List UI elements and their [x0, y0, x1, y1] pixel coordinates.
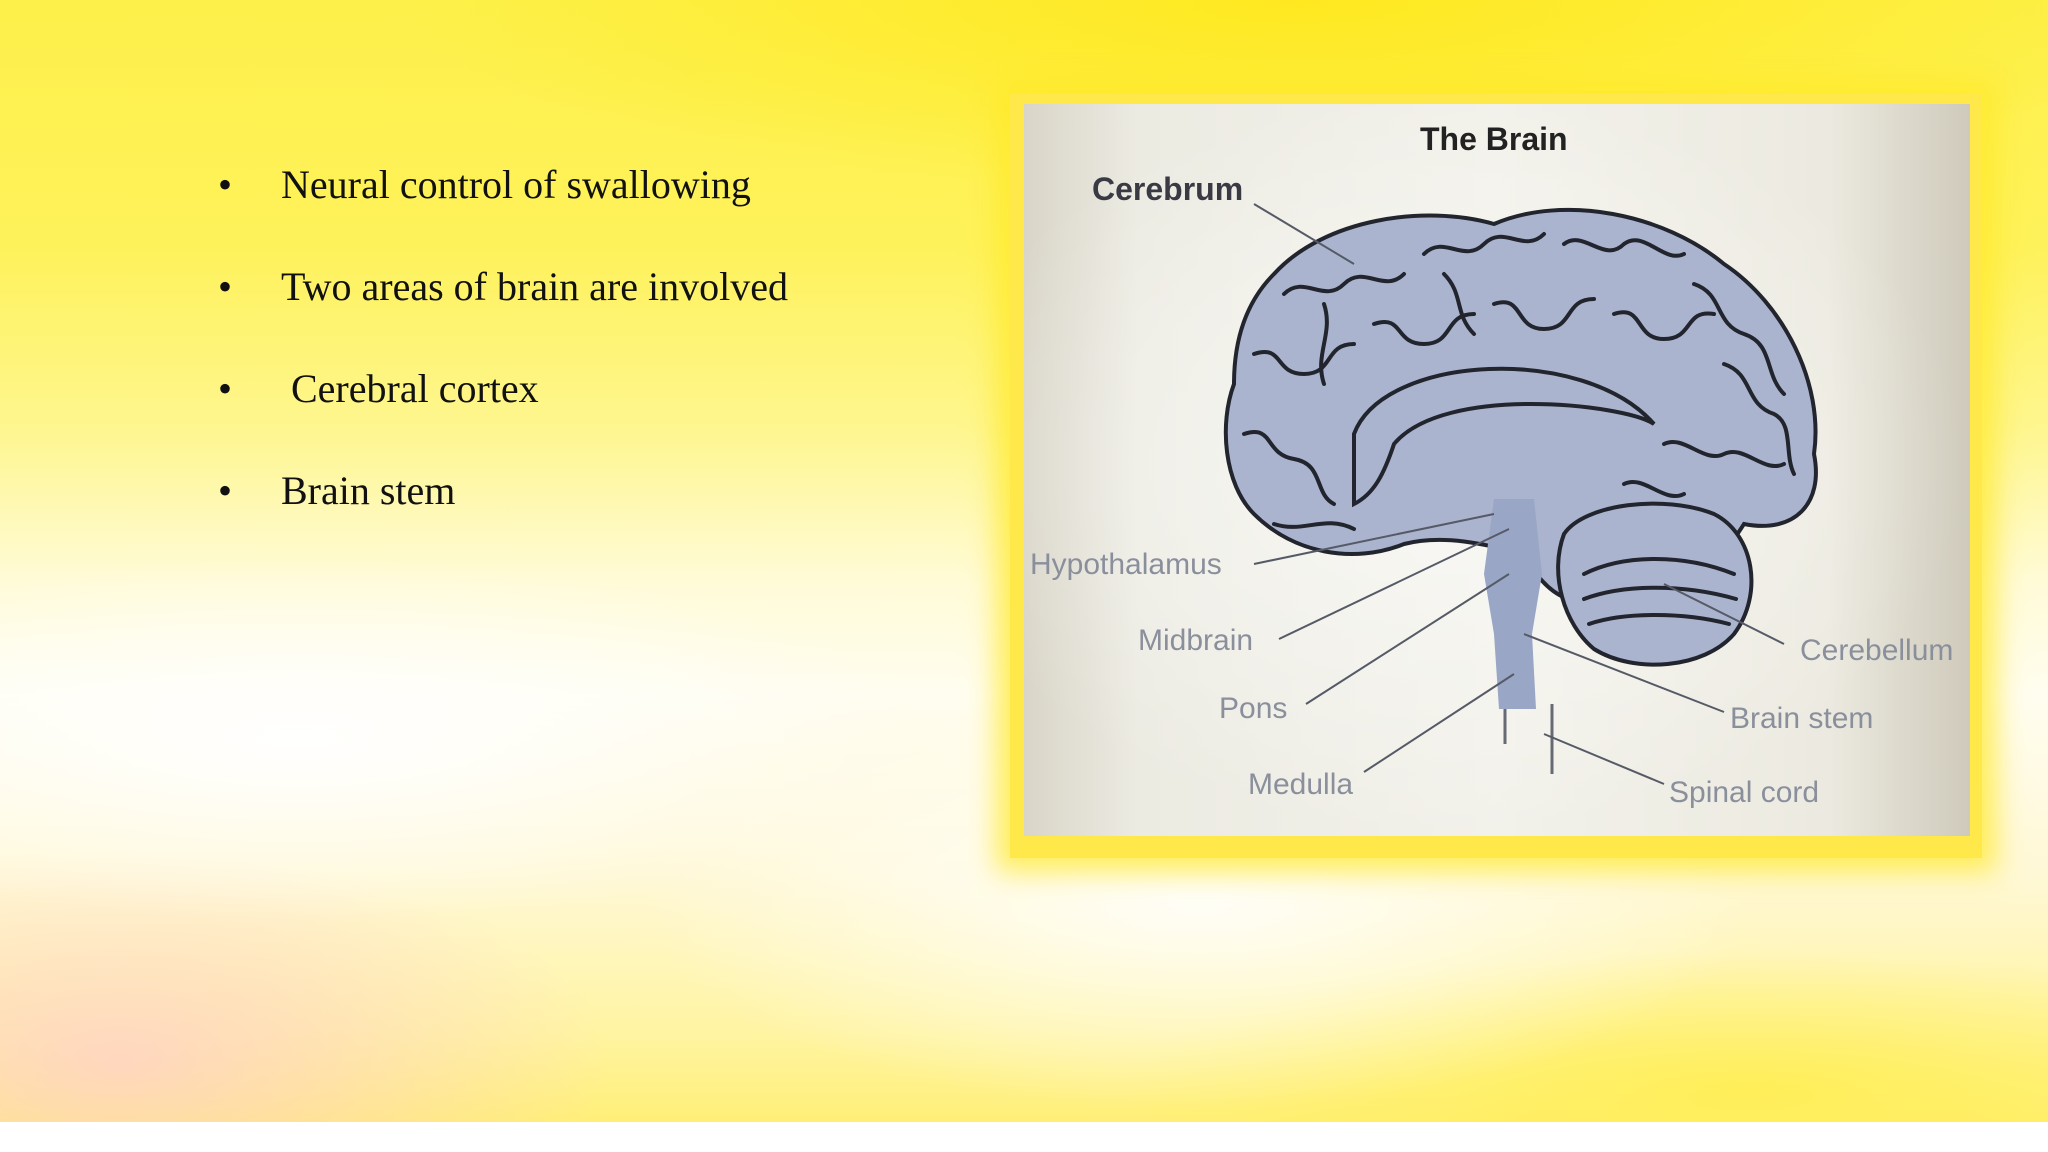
diagram-title: The Brain	[1420, 121, 1568, 157]
cerebellum-shape	[1556, 501, 1754, 667]
bottom-margin	[0, 1122, 2048, 1152]
label-midbrain: Midbrain	[1138, 624, 1253, 657]
label-hypothalamus: Hypothalamus	[1030, 548, 1222, 581]
bullet-item: • Two areas of brain are involved	[218, 262, 788, 364]
slide-background: • Neural control of swallowing • Two are…	[0, 0, 2048, 1122]
bullet-marker: •	[218, 162, 233, 207]
label-medulla: Medulla	[1248, 768, 1353, 801]
brainstem-shape	[1484, 499, 1542, 709]
bullet-marker: •	[218, 468, 233, 513]
bullet-item: • Neural control of swallowing	[218, 160, 751, 262]
brain-diagram-svg: The Brain	[1030, 121, 1953, 809]
bullet-text: Cerebral cortex	[281, 366, 539, 411]
label-brain-stem: Brain stem	[1730, 702, 1873, 735]
label-cerebrum: Cerebrum	[1092, 171, 1243, 207]
label-spinal-cord: Spinal cord	[1669, 776, 1819, 809]
bullet-item: • Brain stem	[218, 466, 455, 568]
bullet-text: Two areas of brain are involved	[281, 264, 788, 309]
bullet-text: Neural control of swallowing	[281, 162, 751, 207]
label-pons: Pons	[1219, 692, 1287, 725]
bullet-item: • Cerebral cortex	[218, 364, 539, 466]
bullet-marker: •	[218, 366, 233, 411]
bullet-text: Brain stem	[281, 468, 456, 513]
bullet-list: • Neural control of swallowing • Two are…	[218, 160, 788, 568]
cerebellum-folia	[1582, 557, 1738, 626]
brain-diagram: The Brain	[1024, 104, 1970, 836]
corpus-callosum	[1352, 366, 1656, 508]
label-cerebellum: Cerebellum	[1800, 634, 1953, 667]
bullet-marker: •	[218, 264, 233, 309]
leader-lines	[1253, 203, 1785, 785]
gyri-lines	[1242, 232, 1796, 531]
